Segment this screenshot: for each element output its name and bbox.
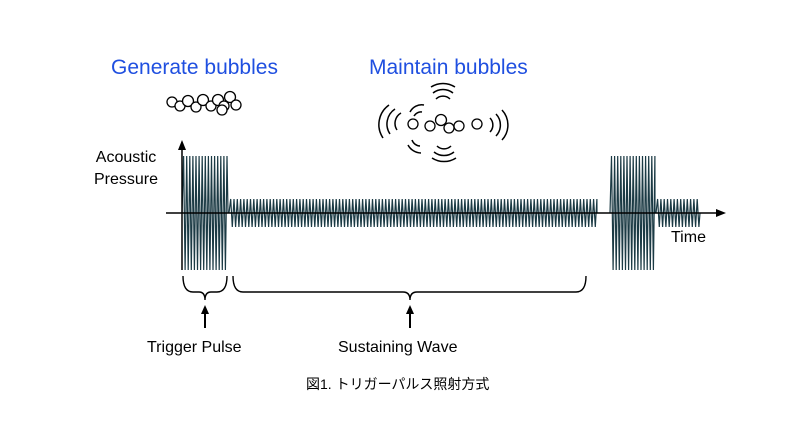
axes xyxy=(166,140,726,270)
generate-bubbles-heading: Generate bubbles xyxy=(111,56,278,79)
y-axis-label-line2: Pressure xyxy=(94,171,159,188)
y-axis-label: Acoustic Pressure xyxy=(94,147,158,191)
x-axis-label: Time xyxy=(671,229,706,246)
up-arrow-icon xyxy=(201,305,414,328)
y-axis-label-line1: Acoustic xyxy=(95,149,157,166)
sound-wave-icon xyxy=(378,82,509,163)
y-axis-arrowhead xyxy=(178,140,186,150)
bubble-cluster-icon xyxy=(166,90,242,116)
vibrating-bubbles-icon xyxy=(378,82,509,163)
x-axis-arrowhead xyxy=(716,209,726,217)
sustaining-brace xyxy=(232,275,587,301)
sustaining-wave-label: Sustaining Wave xyxy=(338,339,458,356)
maintain-bubbles-heading: Maintain bubbles xyxy=(369,56,528,79)
figure-caption: 図1. トリガーパルス照射方式 xyxy=(306,376,490,392)
trigger-brace xyxy=(182,275,228,301)
brace-icon xyxy=(182,275,587,301)
second-trigger-pulse-wave xyxy=(609,155,656,271)
trigger-pulse-wave xyxy=(181,155,229,271)
sustaining-wave xyxy=(228,198,598,228)
trigger-pulse-label: Trigger Pulse xyxy=(147,339,242,356)
